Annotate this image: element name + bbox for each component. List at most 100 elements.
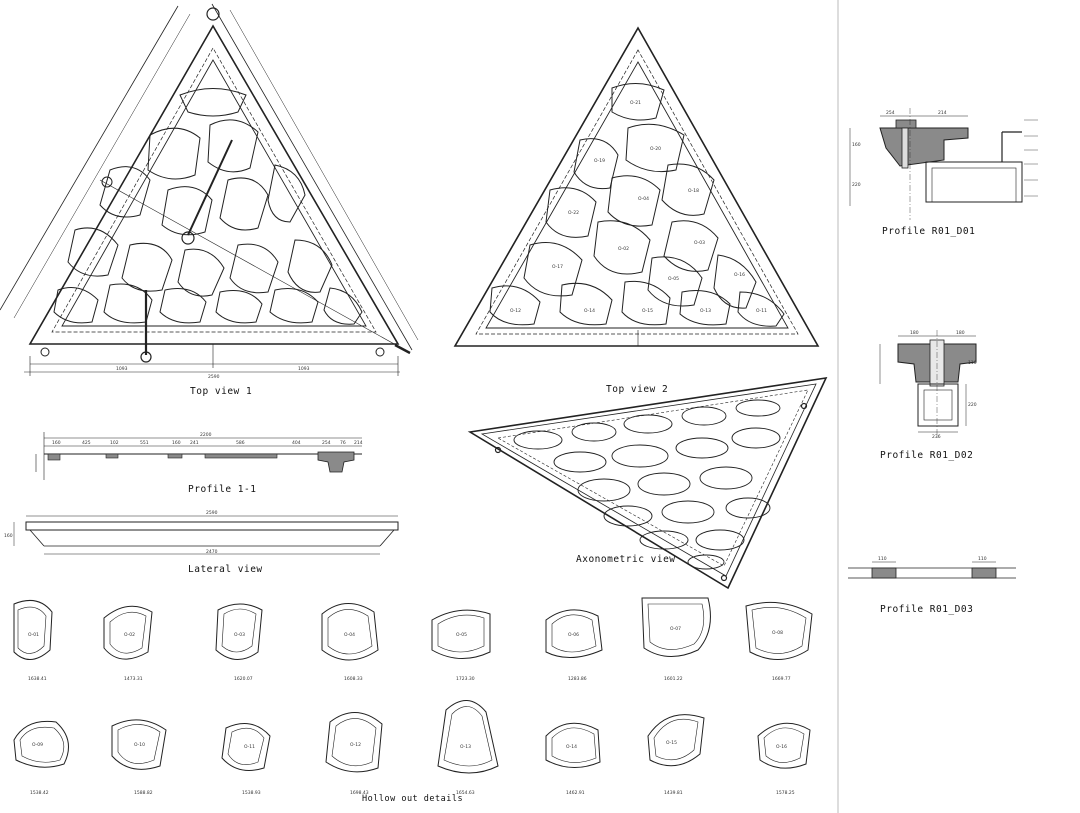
detail-code: 1538.42 [30,790,49,796]
profile-r01-d02-dims: 180 180 110 220 236 [910,330,977,440]
detail-id: O-12 [350,742,361,748]
dimension-label: 425 [82,440,91,446]
dimension-label: 160 [852,142,861,148]
dimension-label: 254 [322,440,331,446]
detail-id: O-13 [460,744,471,750]
lateral-view-dims: 2590 2470 160 [4,510,218,555]
cell-label: O-05 [668,276,679,282]
profile-r01-d01-drawing [849,108,1038,220]
dimension-label: 551 [140,440,149,446]
profile-1-1-dims: 2200 160 425 102 551 160 241 586 404 254… [52,432,363,446]
axonometric-view-drawing [467,376,828,590]
profile-r01-d03-drawing [848,561,1016,579]
detail-id: O-09 [32,742,43,748]
profile-r01-d03-dims: 110 110 [878,556,987,562]
dimension-label: 2590 [208,374,220,380]
dimension-label: 214 [938,110,947,116]
detail-id: O-06 [568,632,579,638]
cell-label: O-03 [694,240,705,246]
profile-r01-d02-drawing [879,330,977,440]
detail-code: 1473.31 [124,676,143,682]
cell-label: O-21 [630,100,641,106]
detail-code: 1620.07 [234,676,253,682]
detail-code: 1608.33 [344,676,363,682]
dimension-label: 214 [354,440,363,446]
detail-id: O-05 [456,632,467,638]
dimension-label: 180 [956,330,965,336]
cell-label: O-02 [618,246,629,252]
detail-id: O-14 [566,744,577,750]
dimension-label: 220 [968,402,977,408]
caption-profile-r01-d03: Profile R01_D03 [880,604,974,615]
dimension-label: 76 [340,440,346,446]
top-view-1-dims: 2590 1093 1093 [116,366,310,380]
cell-label: O-04 [638,196,649,202]
detail-code: 1439.81 [664,790,683,796]
dimension-label: 110 [878,556,887,562]
detail-code: 1588.82 [134,790,153,796]
dimension-label: 160 [172,440,181,446]
detail-code: 1654.63 [456,790,475,796]
dimension-label: 236 [932,434,941,440]
detail-code: 1283.86 [568,676,587,682]
cell-label: O-20 [650,146,661,152]
lateral-view-drawing [13,515,399,555]
hollow-details-row-2 [13,700,811,774]
caption-axonometric-view: Axonometric view [576,554,676,565]
detail-id: O-01 [28,632,39,638]
dimension-label: 102 [110,440,119,446]
cell-label: O-17 [552,264,563,270]
dimension-label: 110 [978,556,987,562]
detail-id: O-03 [234,632,245,638]
detail-id: O-07 [670,626,681,632]
dimension-label: 110 [968,360,977,366]
detail-id: O-08 [772,630,783,636]
dimension-label: 2590 [206,510,218,516]
hollow-details-row-2-labels: O-09 1538.42 O-10 1588.82 O-11 1538.93 O… [30,740,795,796]
cell-label: O-16 [734,272,745,278]
cell-label: O-15 [642,308,653,314]
dimension-label: 160 [52,440,61,446]
detail-id: O-10 [134,742,145,748]
top-view-2-cell-labels: O-21 O-20 O-19 O-18 O-22 O-04 O-02 O-03 … [510,100,767,314]
hollow-details-row-1-labels: O-01 1638.41 O-02 1473.31 O-03 1620.07 O… [28,626,791,682]
profile-r01-d01-dims: 254 214 160 220 [852,110,947,188]
detail-id: O-11 [244,744,255,750]
dimension-label: 254 [886,110,895,116]
detail-code: 1601.22 [664,676,683,682]
dimension-label: 404 [292,440,301,446]
dimension-label: 160 [4,533,13,539]
detail-code: 1723.30 [456,676,475,682]
caption-top-view-2: Top view 2 [606,384,669,395]
detail-code: 1669.77 [772,676,791,682]
caption-profile-r01-d02: Profile R01_D02 [880,450,974,461]
cell-label: O-22 [568,210,579,216]
dimension-label: 586 [236,440,245,446]
caption-profile-1-1: Profile 1-1 [188,484,257,495]
detail-code: 1638.41 [28,676,47,682]
dimension-label: 2470 [206,549,218,555]
detail-id: O-02 [124,632,135,638]
detail-code: 1698.43 [350,790,369,796]
detail-code: 1538.93 [242,790,261,796]
detail-id: O-16 [776,744,787,750]
dimension-label: 1093 [116,366,128,372]
detail-code: 1578.25 [776,790,795,796]
top-view-1-drawing [0,3,419,376]
caption-profile-r01-d01: Profile R01_D01 [882,226,976,237]
cell-label: O-19 [594,158,605,164]
top-view-2-drawing [453,26,820,347]
cell-label: O-11 [756,308,767,314]
dimension-label: 180 [910,330,919,336]
detail-code: 1462.91 [566,790,585,796]
caption-lateral-view: Lateral view [188,564,263,575]
dimension-label: 220 [852,182,861,188]
cell-label: O-14 [584,308,595,314]
cell-label: O-13 [700,308,711,314]
cell-label: O-18 [688,188,699,194]
detail-id: O-04 [344,632,355,638]
profile-1-1-drawing [35,432,362,480]
caption-top-view-1: Top view 1 [190,386,253,397]
caption-hollow-out-details: Hollow out details [362,794,464,804]
